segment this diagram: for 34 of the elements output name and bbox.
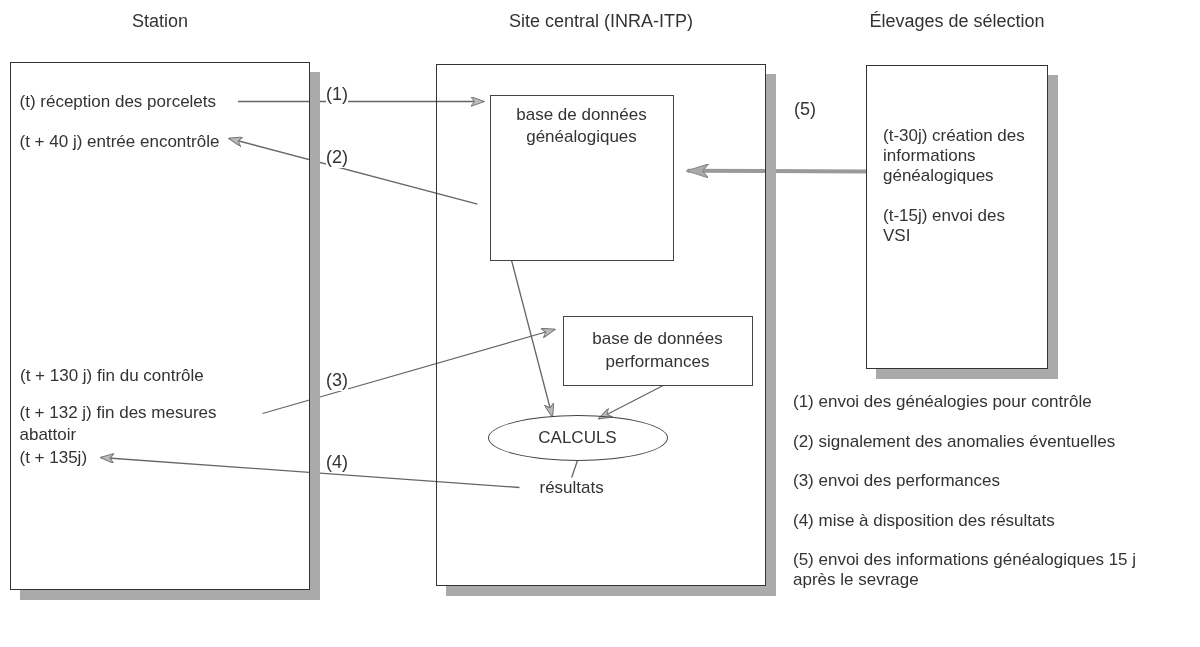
ellipse-label: CALCULS [538,427,617,448]
arrow [237,96,485,107]
timeline-text: (t + 132 j) fin des mesures abattoir [19,401,255,448]
database-box [489,94,674,261]
note-text: (4) mise à disposition des résultats [793,510,1056,531]
timeline-text: résultats [539,477,604,498]
note-text: (3) envoi des performances [793,471,1001,491]
edge-label: (1) [326,84,348,105]
arrow [261,327,556,415]
arrow [99,452,521,489]
edge-label: (4) [326,452,348,473]
box-label: base de données généalogiques [515,103,648,148]
box-label: base de données performances [591,328,724,373]
timeline-text: (t + 130 j) fin du contrôle [20,366,204,386]
note-text: (1) envoi des généalogies pour contrôle [793,392,1093,412]
edge-label: (2) [326,147,348,168]
database-box [562,315,753,386]
arrow [686,163,866,179]
timeline-text: (t + 40 j) entrée encontrôle [19,131,220,152]
column-heading: Élevages de sélection [868,11,1046,32]
column-heading: Station [130,11,189,32]
edge-label: (5) [794,99,816,120]
arrow [597,384,664,420]
timeline-text: (t) réception des porcelets [19,91,217,112]
column-heading: Site central (INRA-ITP) [507,11,694,32]
arrow [227,136,479,205]
step-text: (t-30j) création des informations généalogiques [883,126,1026,186]
timeline-text: (t + 135j) [19,447,88,468]
edge-label: (3) [326,370,348,391]
note-text: (2) signalement des anomalies éventuelles [793,431,1117,452]
note-text: (5) envoi des informations généalogiques 15 j après le sevrage [793,550,1138,590]
arrow [510,259,555,418]
connector-line [571,459,579,479]
step-text: (t-15j) envoi des VSI [883,206,1006,246]
